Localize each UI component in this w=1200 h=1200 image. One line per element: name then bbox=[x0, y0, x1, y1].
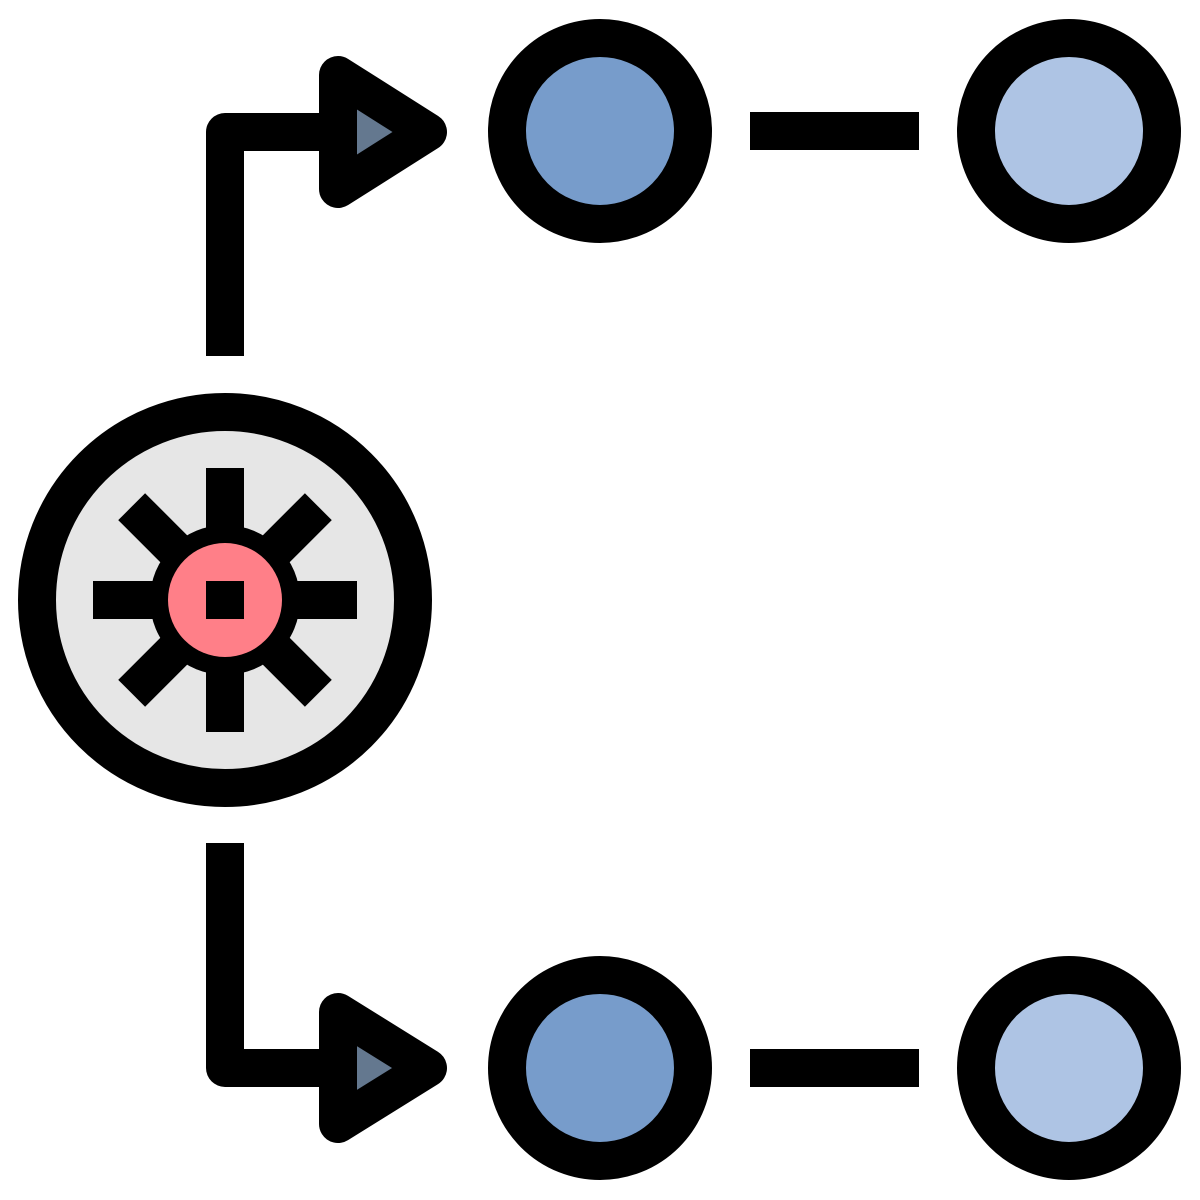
top-second-node-icon bbox=[957, 19, 1181, 243]
bottom-arrow-icon bbox=[319, 993, 447, 1143]
bottom-connector-line bbox=[206, 843, 340, 1087]
bottom-second-node-icon bbox=[957, 956, 1181, 1180]
gear-icon bbox=[93, 468, 357, 732]
top-connector-line bbox=[206, 113, 340, 356]
gear-center-square bbox=[206, 581, 244, 619]
bottom-first-node-icon bbox=[488, 956, 712, 1180]
top-first-node-icon bbox=[488, 19, 712, 243]
top-arrow-icon bbox=[319, 56, 447, 208]
